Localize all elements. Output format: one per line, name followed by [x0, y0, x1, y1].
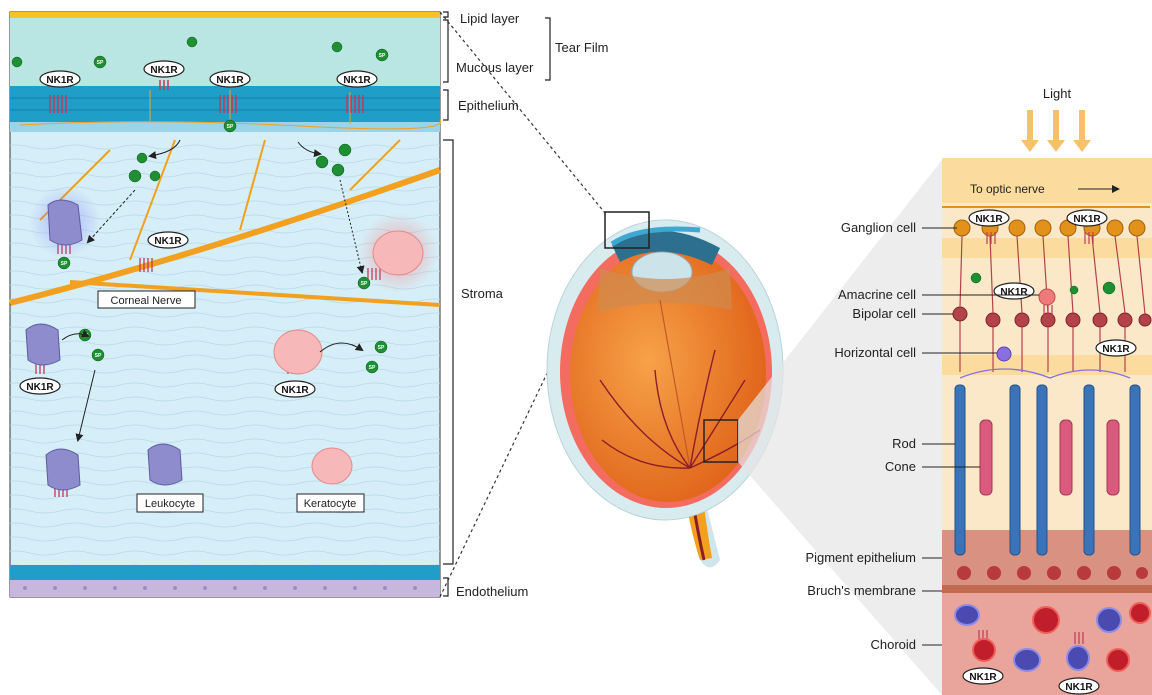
endothelium-layer — [10, 580, 440, 597]
light-label: Light — [1043, 86, 1072, 101]
sp-label: SP — [97, 60, 104, 66]
amacrine-cell — [1039, 289, 1055, 305]
leukocyte-label-box: Leukocyte — [137, 494, 203, 512]
nk1r-label: NK1R — [1073, 214, 1101, 225]
retina-panel: Light To optic nerve — [942, 86, 1152, 695]
sp-label: SP — [95, 353, 102, 359]
leukocyte-label: Leukocyte — [145, 498, 195, 510]
nk1r-label: NK1R — [46, 75, 74, 86]
nk1r-label: NK1R — [975, 214, 1003, 225]
to-optic-nerve-label: To optic nerve — [970, 182, 1045, 196]
corneal-nerve-label: Corneal Nerve — [111, 295, 182, 307]
nerve-fiber-layer — [942, 158, 1152, 203]
pigment-epithelium-label: Pigment epithelium — [805, 550, 916, 565]
nk1r-label: NK1R — [969, 672, 997, 683]
endothelium-label: Endothelium — [456, 584, 528, 599]
nk1r-label: NK1R — [216, 75, 244, 86]
nk1r-label: NK1R — [281, 385, 309, 396]
lipid-layer — [10, 12, 440, 18]
nk1r-label: NK1R — [1065, 682, 1093, 693]
choroid-label: Choroid — [870, 637, 916, 652]
sp-label: SP — [369, 365, 376, 371]
sp-label: SP — [378, 345, 385, 351]
nk1r-label: NK1R — [343, 75, 371, 86]
nk1r-label: NK1R — [154, 236, 182, 247]
horizontal-cell-label: Horizontal cell — [834, 345, 916, 360]
bruchs-membrane-layer — [942, 585, 1152, 593]
sp-label: SP — [361, 281, 368, 287]
bruchs-membrane-label: Bruch's membrane — [807, 583, 916, 598]
amacrine-cell-label: Amacrine cell — [838, 287, 916, 302]
stroma-label: Stroma — [461, 286, 504, 301]
lipid-layer-label: Lipid layer — [460, 11, 520, 26]
cornea-panel: SP SP SP SP SP SP SP SP SP NK1R NK1R — [10, 12, 441, 597]
epithelium-label: Epithelium — [458, 98, 519, 113]
nk1r-label: NK1R — [150, 65, 178, 76]
tear-film-label: Tear Film — [555, 40, 608, 55]
bipolar-cell-label: Bipolar cell — [852, 306, 916, 321]
sp-label: SP — [379, 53, 386, 59]
ganglion-layer-band — [942, 238, 1152, 258]
cone-label: Cone — [885, 459, 916, 474]
descemet-layer — [10, 565, 440, 580]
nk1r-label: NK1R — [1102, 344, 1130, 355]
nk1r-label: NK1R — [26, 382, 54, 393]
rod-label: Rod — [892, 436, 916, 451]
keratocyte-label-box: Keratocyte — [297, 494, 364, 512]
ganglion-cell-label: Ganglion cell — [841, 220, 916, 235]
retina-zoom-wedge — [738, 160, 942, 695]
sp-label: SP — [61, 261, 68, 267]
nk1r-label: NK1R — [1000, 287, 1028, 298]
mucous-layer-label: Mucous layer — [456, 60, 534, 75]
horizontal-cell — [997, 347, 1011, 361]
sp-label: SP — [227, 124, 234, 130]
inner-plexiform-band — [942, 355, 1152, 375]
eyeball-illustration — [547, 212, 783, 568]
corneal-nerve-label-box: Corneal Nerve — [98, 291, 195, 308]
keratocyte-label: Keratocyte — [304, 498, 357, 510]
light-arrows — [1021, 110, 1091, 152]
